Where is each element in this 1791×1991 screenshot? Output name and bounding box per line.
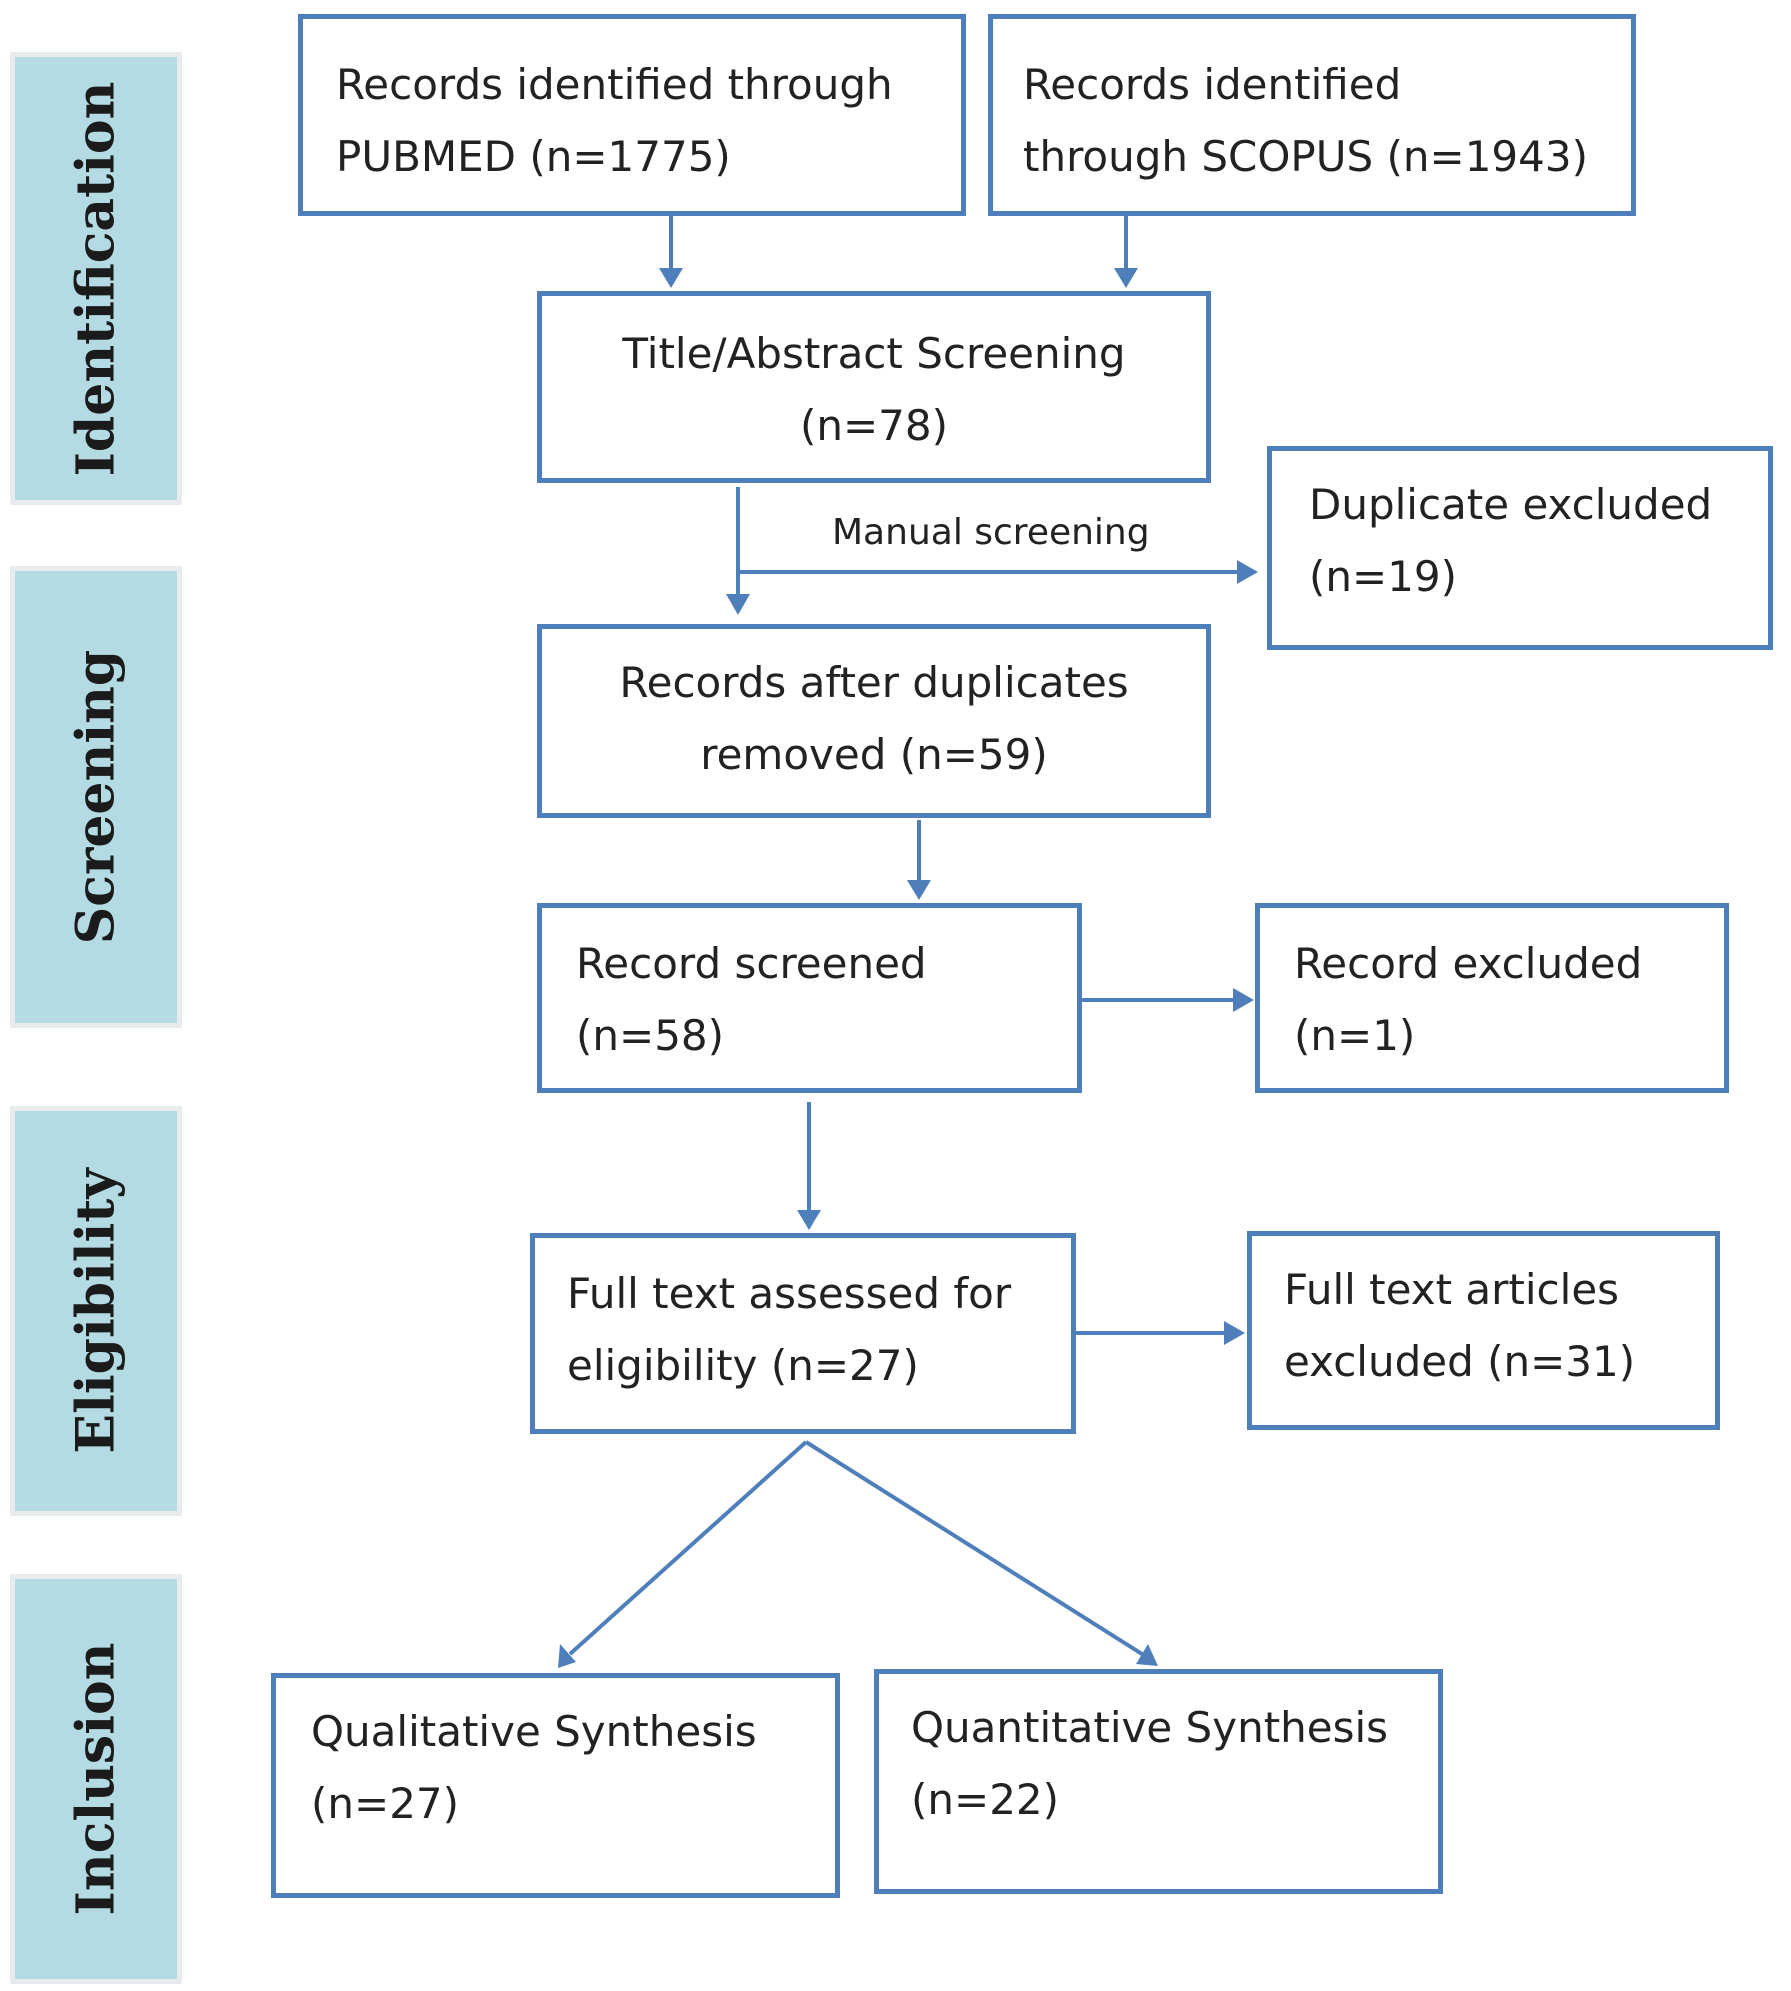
box-after-duplicates-line1: Records after duplicates <box>619 658 1129 707</box>
box-quantitative-synthesis: Quantitative Synthesis (n=22) <box>874 1669 1443 1894</box>
arrow-screened-to-full-text <box>797 1102 821 1230</box>
box-full-text-assessed-line1: Full text assessed for <box>567 1269 1012 1318</box>
box-record-excluded-line1: Record excluded <box>1294 939 1643 988</box>
box-scopus-line1: Records identified <box>1023 60 1402 109</box>
phase-screening: Screening <box>10 566 182 1028</box>
manual-screening-label: Manual screening <box>832 512 1150 553</box>
box-records-after-duplicates: Records after duplicates removed (n=59) <box>537 624 1211 818</box>
phase-identification: Identification <box>10 52 182 505</box>
arrow-title-to-after-duplicates <box>726 487 750 615</box>
box-duplicate-excluded-line1: Duplicate excluded <box>1309 480 1713 529</box>
box-after-duplicates-line2: removed (n=59) <box>700 730 1048 779</box>
box-title-abstract-line1: Title/Abstract Screening <box>622 329 1126 378</box>
box-full-text-excluded: Full text articles excluded (n=31) <box>1247 1231 1720 1430</box>
box-full-text-assessed-line2: eligibility (n=27) <box>567 1341 919 1390</box>
box-title-abstract-line2: (n=78) <box>799 401 949 450</box>
arrow-manual-screening-to-duplicate <box>738 560 1258 584</box>
arrow-full-text-to-qualitative <box>558 1440 808 1668</box>
box-scopus-records: Records identified through SCOPUS (n=194… <box>988 14 1636 216</box>
box-full-text-assessed: Full text assessed for eligibility (n=27… <box>530 1233 1076 1434</box>
box-full-text-excluded-line1: Full text articles <box>1284 1265 1620 1314</box>
box-full-text-excluded-line2: excluded (n=31) <box>1284 1337 1636 1386</box>
phase-eligibility: Eligibility <box>10 1106 182 1516</box>
phase-inclusion: Inclusion <box>10 1574 182 1984</box>
box-qualitative-line1: Qualitative Synthesis <box>311 1707 757 1756</box>
arrow-scopus-to-title <box>1114 216 1138 288</box>
box-quantitative-line2: (n=22) <box>911 1775 1060 1824</box>
arrow-pubmed-to-title <box>659 216 683 288</box>
arrow-screened-to-record-excluded <box>1081 988 1254 1012</box>
box-pubmed-line2: PUBMED (n=1775) <box>336 132 731 181</box>
box-qualitative-synthesis: Qualitative Synthesis (n=27) <box>271 1673 840 1898</box>
arrow-full-text-to-excluded <box>1075 1321 1245 1345</box>
box-quantitative-line1: Quantitative Synthesis <box>911 1703 1389 1752</box>
arrow-full-text-to-quantitative <box>804 1440 1158 1666</box>
box-record-excluded: Record excluded (n=1) <box>1255 903 1729 1093</box>
box-record-excluded-line2: (n=1) <box>1294 1011 1416 1060</box>
box-qualitative-line2: (n=27) <box>311 1779 460 1828</box>
box-record-screened: Record screened (n=58) <box>537 903 1082 1093</box>
box-scopus-line2: through SCOPUS (n=1943) <box>1023 132 1588 181</box>
box-record-screened-line1: Record screened <box>576 939 927 988</box>
box-record-screened-line2: (n=58) <box>576 1011 725 1060</box>
box-duplicate-excluded: Duplicate excluded (n=19) <box>1267 446 1773 650</box>
arrow-after-duplicates-to-screened <box>907 820 931 900</box>
box-pubmed-records: Records identified through PUBMED (n=177… <box>298 14 966 216</box>
box-title-abstract-screening: Title/Abstract Screening (n=78) <box>537 291 1211 483</box>
box-duplicate-excluded-line2: (n=19) <box>1309 552 1458 601</box>
box-pubmed-line1: Records identified through <box>336 60 893 109</box>
